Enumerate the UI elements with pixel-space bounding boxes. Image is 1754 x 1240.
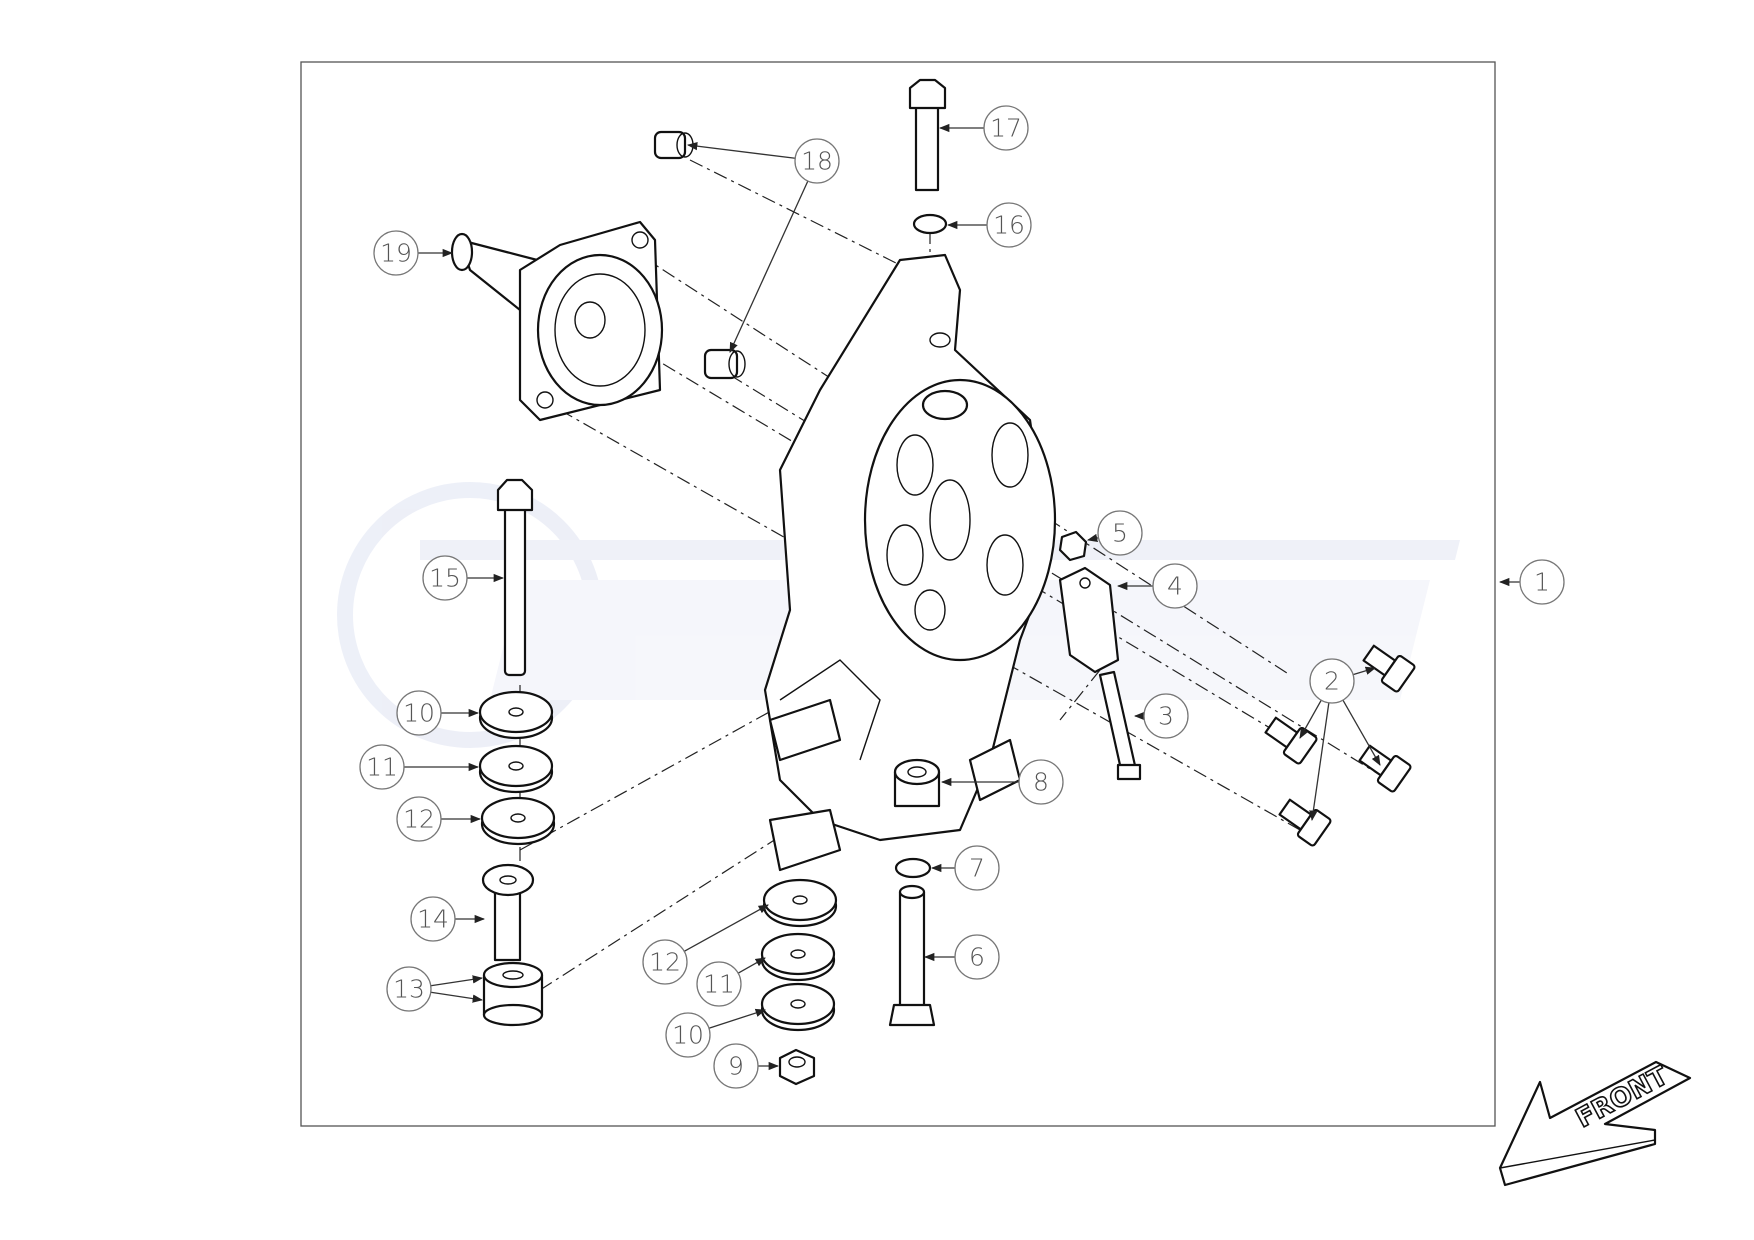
callout-14: 14 xyxy=(410,896,486,942)
callout-circle xyxy=(642,939,688,985)
callout-number: 3 xyxy=(1158,702,1174,731)
callout-7: 7 xyxy=(930,845,1000,891)
callout-number: 19 xyxy=(380,239,412,268)
callout-circle xyxy=(696,961,742,1007)
callout-number: 6 xyxy=(969,943,985,972)
washer-part-7 xyxy=(894,857,932,879)
callout-number: 2 xyxy=(1324,667,1340,696)
leader-arrow xyxy=(430,975,484,987)
callout-number: 7 xyxy=(969,854,985,883)
leader-arrow xyxy=(1086,533,1099,543)
bushing-part-8 xyxy=(893,758,941,808)
nut-part-5 xyxy=(1058,530,1088,562)
callout-number: 12 xyxy=(649,948,681,977)
callout-circle xyxy=(983,105,1029,151)
leader-arrow xyxy=(683,904,769,952)
leader-arrow xyxy=(708,1008,766,1029)
callout-number: 11 xyxy=(366,753,398,782)
callout-circle xyxy=(1143,693,1189,739)
callout-8: 8 xyxy=(940,759,1064,805)
callout-number: 12 xyxy=(403,805,435,834)
leader-arrow xyxy=(729,180,809,353)
drawing-frame xyxy=(300,61,1496,1127)
callout-6: 6 xyxy=(923,934,1000,980)
hub-part-19 xyxy=(450,220,664,422)
block-part-4 xyxy=(1058,566,1120,674)
callout-circle xyxy=(410,896,456,942)
leader-arrow xyxy=(686,142,796,159)
leader-arrow xyxy=(1342,699,1381,766)
callout-19: 19 xyxy=(373,230,454,276)
callout-15: 15 xyxy=(422,555,505,601)
callout-circle xyxy=(359,744,405,790)
callout-number: 10 xyxy=(672,1021,704,1050)
callout-11: 11 xyxy=(696,957,766,1007)
callout-number: 8 xyxy=(1033,768,1049,797)
washer-part-16 xyxy=(912,213,948,235)
callout-circle xyxy=(713,1043,759,1089)
callout-number: 5 xyxy=(1112,519,1128,548)
spacer-part-14 xyxy=(481,863,535,962)
callout-number: 16 xyxy=(993,211,1025,240)
callout-circle xyxy=(794,138,840,184)
callout-12: 12 xyxy=(642,904,769,985)
bushing-part-18 xyxy=(653,130,746,380)
callout-circle xyxy=(373,230,419,276)
callout-circle xyxy=(954,934,1000,980)
callout-17: 17 xyxy=(938,105,1029,151)
callout-circle xyxy=(954,845,1000,891)
bushing-part-13 xyxy=(482,961,544,1027)
callout-12: 12 xyxy=(396,796,482,842)
callout-10: 10 xyxy=(665,1008,766,1058)
callout-number: 4 xyxy=(1167,572,1183,601)
callout-18: 18 xyxy=(686,138,840,353)
callout-number: 15 xyxy=(429,564,461,593)
callout-4: 4 xyxy=(1116,563,1198,609)
callout-number: 11 xyxy=(703,970,735,999)
bolt-part-17 xyxy=(908,78,947,192)
callout-number: 17 xyxy=(990,114,1022,143)
leader-arrow xyxy=(430,991,484,1003)
callout-circle xyxy=(665,1012,711,1058)
pin-part-6 xyxy=(888,884,936,1027)
callout-number: 14 xyxy=(417,905,449,934)
callout-2: 2 xyxy=(1299,658,1381,822)
callout-circle xyxy=(1152,563,1198,609)
callout-number: 18 xyxy=(801,147,833,176)
washer-stack-left xyxy=(478,690,556,846)
callout-9: 9 xyxy=(713,1043,780,1089)
front-direction-arrow: FRONT xyxy=(1498,1060,1692,1187)
callout-10: 10 xyxy=(396,690,480,736)
callout-number: 13 xyxy=(393,975,425,1004)
leader-arrow xyxy=(1309,702,1330,822)
callout-3: 3 xyxy=(1133,693,1189,739)
callout-11: 11 xyxy=(359,744,480,790)
callout-1: 1 xyxy=(1498,559,1565,605)
callout-circle xyxy=(396,690,442,736)
main-housing xyxy=(763,253,1057,872)
leader-arrow xyxy=(1299,699,1322,739)
callout-circle xyxy=(1519,559,1565,605)
callout-16: 16 xyxy=(946,202,1032,248)
callout-circle xyxy=(396,796,442,842)
callout-number: 1 xyxy=(1534,568,1550,597)
callout-13: 13 xyxy=(386,966,484,1012)
callout-circle xyxy=(986,202,1032,248)
washer-stack-right xyxy=(760,878,838,1032)
bolt-parts-2 xyxy=(1264,644,1416,847)
leader-arrow xyxy=(1352,666,1376,676)
callout-circle xyxy=(422,555,468,601)
callout-5: 5 xyxy=(1086,510,1143,556)
callout-circle xyxy=(1309,658,1355,704)
callout-number: 10 xyxy=(403,699,435,728)
leader-arrow xyxy=(737,957,766,974)
bolt-part-15 xyxy=(496,478,534,677)
callout-number: 9 xyxy=(728,1052,744,1081)
callout-circle xyxy=(1018,759,1064,805)
nut-part-9 xyxy=(778,1048,816,1086)
callout-circle xyxy=(386,966,432,1012)
pin-part-3 xyxy=(1098,670,1142,781)
callout-circle xyxy=(1097,510,1143,556)
